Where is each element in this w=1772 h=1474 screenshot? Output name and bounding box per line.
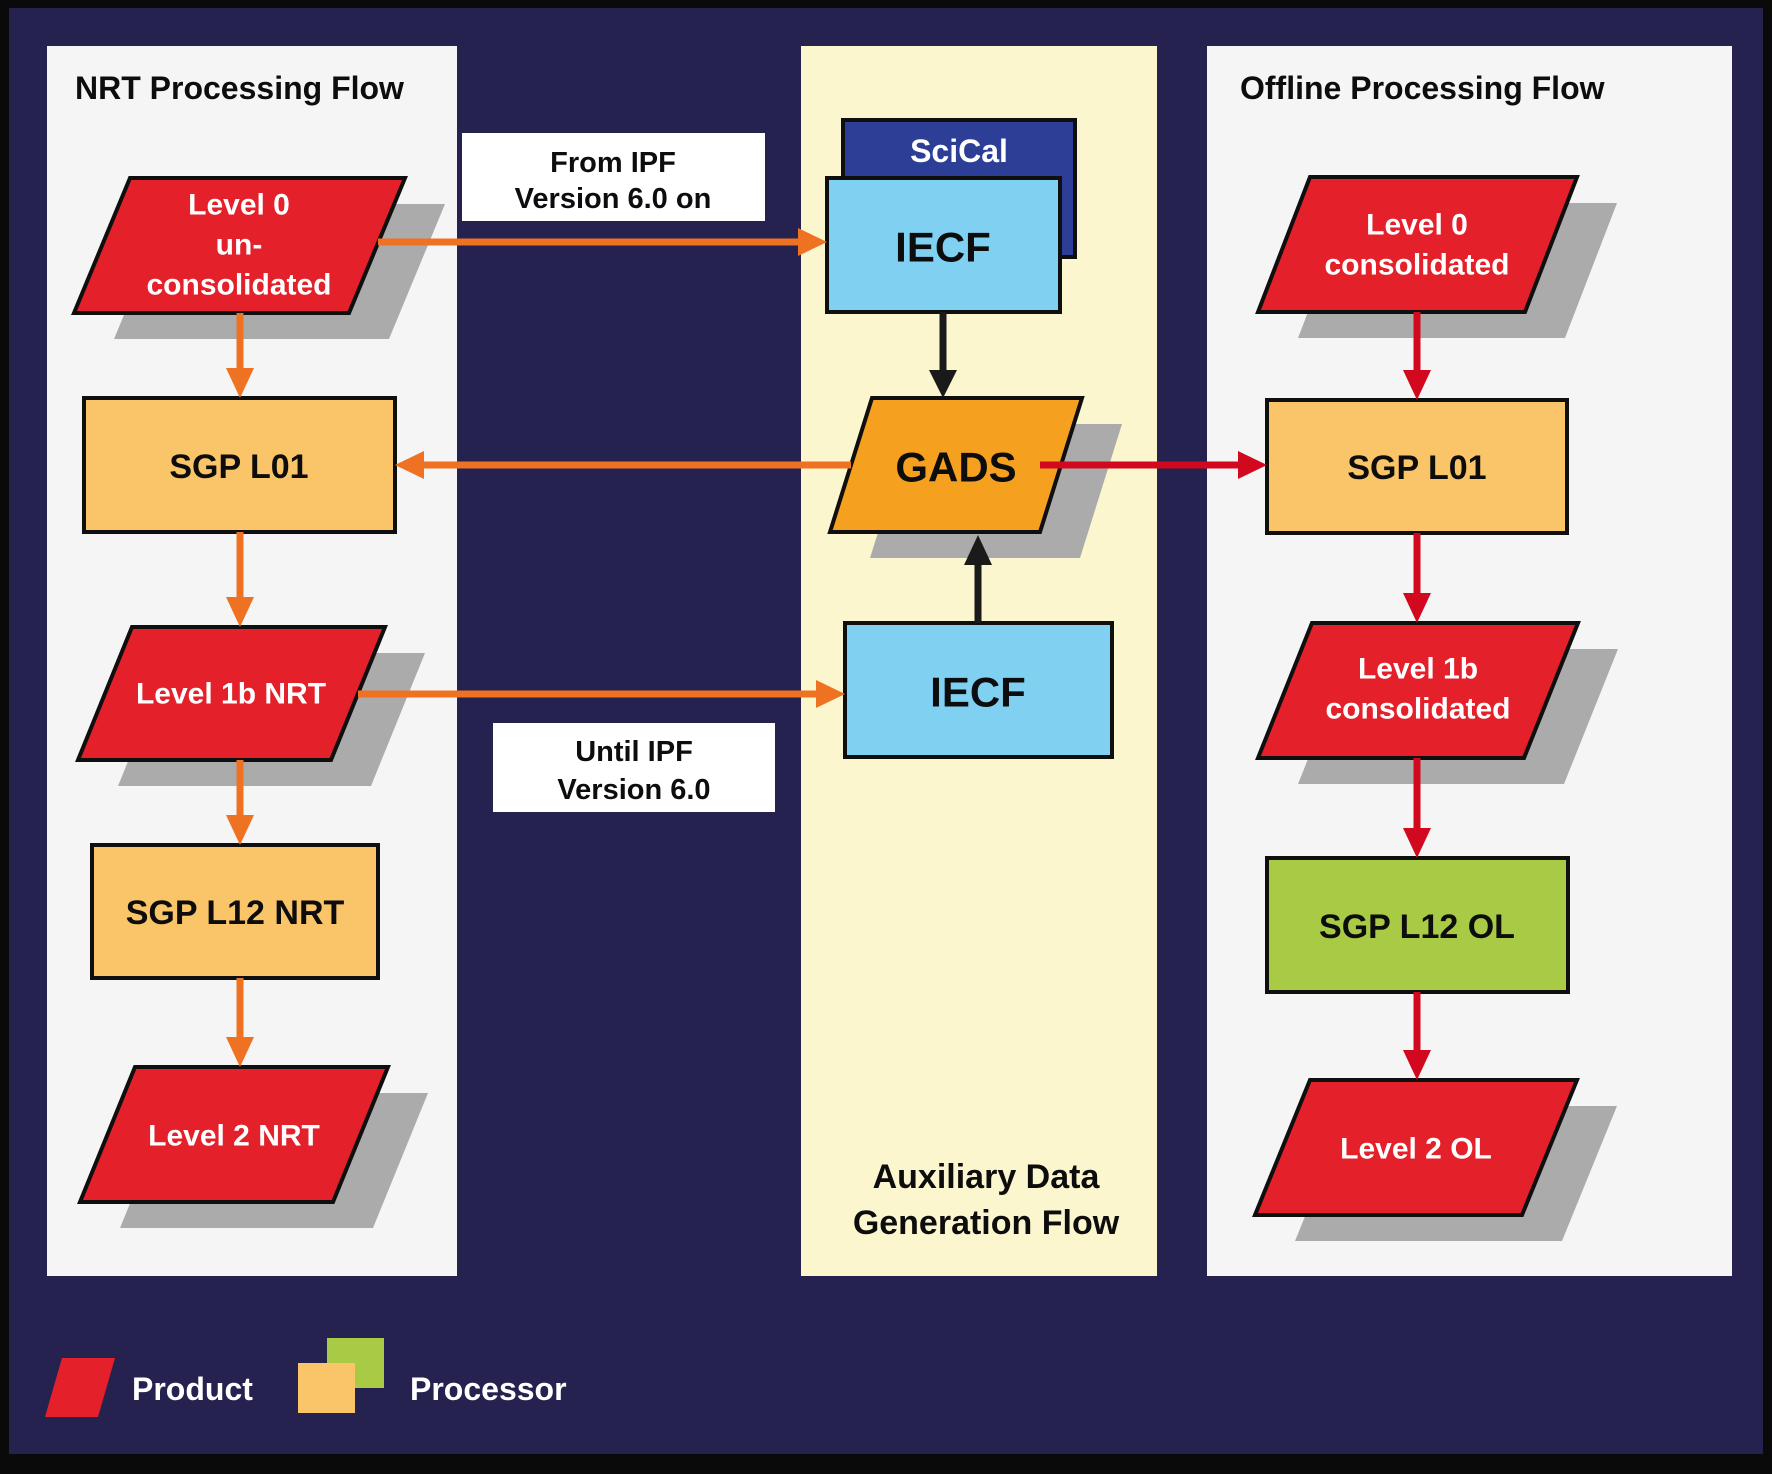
panel-title-aux-line1: Auxiliary Data [873, 1158, 1101, 1196]
node-level1b-nrt [75, 625, 388, 762]
node-label: Level 1b NRT [136, 678, 326, 711]
node-level2-nrt [77, 1065, 391, 1204]
node-label: SGP L12 OL [1319, 908, 1515, 946]
node-label: SGP L01 [1347, 449, 1486, 487]
node-label: un- [216, 229, 263, 262]
node-iecf-bottom [843, 621, 1114, 759]
arrow-l0u-to-iecf-top [378, 228, 827, 256]
annotation-from-ipf-line2: Version 6.0 on [515, 183, 712, 215]
node-iecf-top [825, 176, 1062, 314]
node-label: Level 0 [188, 189, 290, 222]
node-label: Level 0 [1366, 209, 1468, 242]
arrow-l1bnrt-to-sgpl12 [226, 760, 254, 845]
arrow-iecf-bottom-to-gads [964, 535, 992, 623]
node-label: IECF [930, 669, 1026, 716]
annotation-box-from-ipf [462, 133, 765, 221]
arrow-sgpl12-ol-to-l2ol [1403, 992, 1431, 1080]
annotation-until-ipf-line1: Until IPF [575, 736, 693, 768]
node-label: SciCal [910, 133, 1008, 169]
node-sgp-l01-offline [1265, 398, 1569, 535]
node-level0-unconsolidated [71, 176, 408, 315]
legend-processor-orange-shape [298, 1363, 355, 1413]
arrow-sgpl01-ol-to-l1bc [1403, 533, 1431, 623]
node-label: SGP L12 NRT [126, 894, 345, 932]
arrow-sgpl01-to-l1bnrt [226, 532, 254, 627]
annotation-from-ipf-line1: From IPF [550, 147, 676, 179]
annotation-until-ipf-line2: Version 6.0 [557, 774, 710, 806]
node-label: consolidated [1324, 249, 1509, 282]
panel-title-offline: Offline Processing Flow [1240, 70, 1605, 106]
arrow-l1bnrt-to-iecf-bottom [358, 680, 845, 708]
node-label: Level 2 OL [1340, 1133, 1492, 1166]
arrow-sgpl12-to-l2nrt [226, 978, 254, 1067]
node-level0-consolidated [1255, 175, 1580, 314]
arrow-l0c-to-sgpl01-ol [1403, 312, 1431, 400]
legend-product-shape [45, 1358, 115, 1417]
node-level1b-consolidated [1255, 621, 1581, 760]
node-label: IECF [895, 224, 991, 271]
node-sgp-l12-ol [1265, 856, 1570, 994]
node-label: consolidated [146, 269, 331, 302]
panel-title-aux-line2: Generation Flow [853, 1204, 1120, 1242]
node-label: SGP L01 [169, 448, 308, 486]
node-sgp-l12-nrt [90, 843, 380, 980]
arrow-gads-to-sgpl01-nrt [395, 451, 851, 479]
legend-product-label: Product [132, 1371, 253, 1407]
node-label: Level 2 NRT [148, 1120, 320, 1153]
arrow-l1bc-to-sgpl12-ol [1403, 758, 1431, 858]
arrow-gads-to-sgpl01-offline [1040, 451, 1267, 479]
panel-title-nrt: NRT Processing Flow [75, 70, 404, 106]
node-label: consolidated [1325, 693, 1510, 726]
arrow-l0u-to-sgpl01 [226, 313, 254, 398]
node-label: Level 1b [1358, 653, 1478, 686]
annotation-box-until-ipf [493, 723, 775, 812]
legend-processor-label: Processor [410, 1371, 567, 1407]
node-level2-ol [1252, 1078, 1580, 1217]
arrow-iecf-top-to-gads [929, 312, 957, 398]
node-gads [827, 396, 1085, 534]
node-label: GADS [895, 444, 1016, 491]
